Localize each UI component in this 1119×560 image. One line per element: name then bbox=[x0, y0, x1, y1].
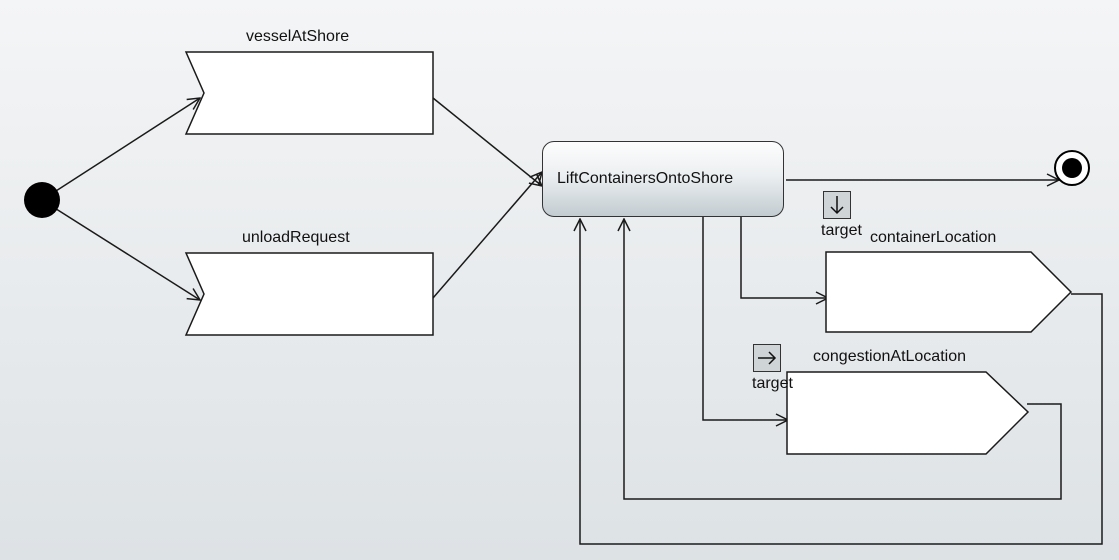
send-signal-label-congestionAtLocation: congestionAtLocation bbox=[813, 348, 966, 365]
flow-action-to-containerLocation[interactable] bbox=[740, 217, 828, 298]
arrow-down-icon bbox=[830, 196, 844, 215]
accept-event-unloadRequest[interactable] bbox=[184, 252, 434, 336]
flow-vesselAtShore-to-action[interactable] bbox=[432, 97, 542, 186]
pin-target-containerLocation[interactable] bbox=[823, 191, 851, 219]
send-signal-containerLocation[interactable] bbox=[825, 251, 1073, 333]
flow-initial-to-unloadRequest[interactable] bbox=[41, 199, 200, 300]
pin-label-target-1: target bbox=[821, 222, 862, 239]
flow-initial-to-vesselAtShore[interactable] bbox=[41, 98, 200, 201]
accept-event-vesselAtShore[interactable] bbox=[184, 51, 434, 135]
send-signal-label-containerLocation: containerLocation bbox=[870, 229, 997, 246]
pin-target-congestionAtLocation[interactable] bbox=[753, 344, 781, 372]
flow-congestionAtLocation-back-to-action[interactable] bbox=[624, 219, 1062, 500]
flow-unloadRequest-to-action[interactable] bbox=[432, 172, 542, 299]
action-node-LiftContainersOntoShore[interactable]: LiftContainersOntoShore bbox=[542, 141, 784, 217]
accept-event-label-unloadRequest: unloadRequest bbox=[242, 229, 350, 246]
pin-label-target-2: target bbox=[752, 375, 793, 392]
arrow-right-icon bbox=[758, 351, 777, 365]
activity-final-node[interactable] bbox=[1054, 150, 1090, 186]
action-label: LiftContainersOntoShore bbox=[557, 170, 734, 187]
flow-action-to-congestionAtLocation[interactable] bbox=[702, 217, 788, 420]
initial-node[interactable] bbox=[24, 182, 60, 218]
flow-containerLocation-back-to-action[interactable] bbox=[580, 219, 1103, 545]
accept-event-label-vesselAtShore: vesselAtShore bbox=[246, 28, 350, 45]
send-signal-congestionAtLocation[interactable] bbox=[786, 371, 1030, 455]
